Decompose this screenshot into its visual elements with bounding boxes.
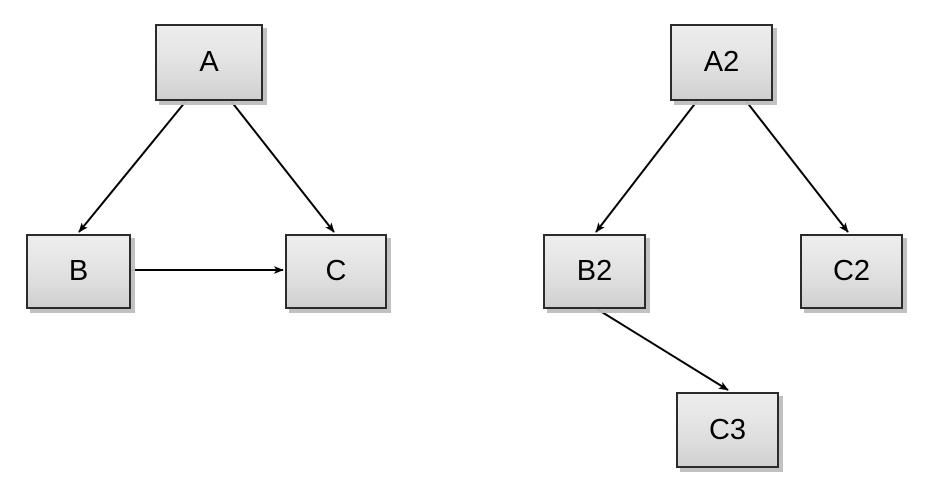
edge-a2-to-c2[interactable]	[745, 100, 849, 233]
edge-a-to-b[interactable]	[78, 100, 187, 233]
node-label-b2: B2	[576, 255, 613, 287]
node-label-b: B	[68, 255, 89, 287]
edge-b2-to-c3[interactable]	[596, 308, 729, 391]
node-c2[interactable]: C2	[800, 234, 903, 309]
node-c3[interactable]: C3	[676, 392, 779, 468]
node-a[interactable]: A	[155, 24, 263, 101]
node-label-c2: C2	[832, 255, 871, 287]
node-label-a: A	[199, 46, 219, 78]
edge-a-to-c[interactable]	[230, 100, 335, 233]
node-b2[interactable]: B2	[543, 234, 646, 309]
node-label-a2: A2	[703, 46, 740, 78]
node-label-c3: C3	[708, 413, 747, 446]
node-a2[interactable]: A2	[670, 24, 773, 101]
node-c[interactable]: C	[285, 234, 387, 309]
node-b[interactable]: B	[26, 234, 131, 309]
edge-a2-to-b2[interactable]	[595, 100, 698, 233]
node-label-c: C	[325, 255, 347, 287]
